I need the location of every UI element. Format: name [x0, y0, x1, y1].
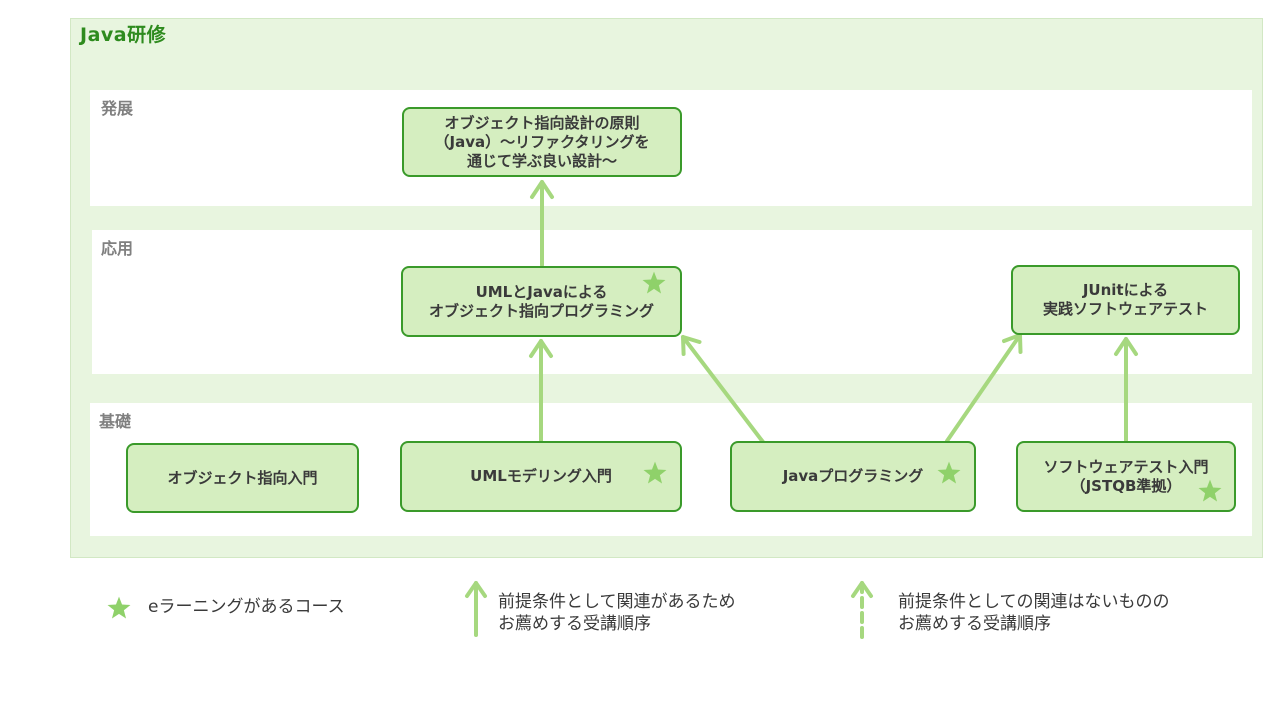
course-uml-modeling-intro[interactable]: UMLモデリング入門	[400, 441, 682, 512]
course-java-programming[interactable]: Javaプログラミング	[730, 441, 976, 512]
course-oop-intro[interactable]: オブジェクト指向入門	[126, 443, 359, 513]
course-oop-design-principles[interactable]: オブジェクト指向設計の原則 （Java）～リファクタリングを 通じて学ぶ良い設計…	[402, 107, 682, 177]
course-junit-practical-testing[interactable]: JUnitによる 実践ソフトウェアテスト	[1011, 265, 1240, 335]
course-uml-java-oop-programming[interactable]: UMLとJavaによる オブジェクト指向プログラミング	[401, 266, 682, 337]
elearning-star-icon	[642, 271, 666, 294]
level-label-basic: 基礎	[99, 412, 132, 431]
course-software-test-intro[interactable]: ソフトウェアテスト入門 （JSTQB準拠）	[1016, 441, 1236, 512]
legend-elearning-label: eラーニングがあるコース	[148, 597, 345, 617]
legend-required-order-label: 前提条件として関連があるため お薦めする受講順序	[498, 592, 736, 634]
elearning-star-icon	[643, 461, 667, 484]
elearning-star-icon	[1198, 479, 1222, 502]
legend-optional-order-label: 前提条件としての関連はないものの お薦めする受講順序	[898, 592, 1170, 634]
level-label-advanced: 発展	[101, 99, 134, 118]
level-label-applied: 応用	[101, 239, 134, 258]
panel-title: Java研修	[80, 24, 167, 46]
legend-solid-arrowhead	[465, 581, 487, 598]
elearning-star-icon	[937, 461, 961, 484]
legend-dashed-arrowhead	[851, 581, 873, 598]
legend-star-icon	[107, 596, 131, 619]
